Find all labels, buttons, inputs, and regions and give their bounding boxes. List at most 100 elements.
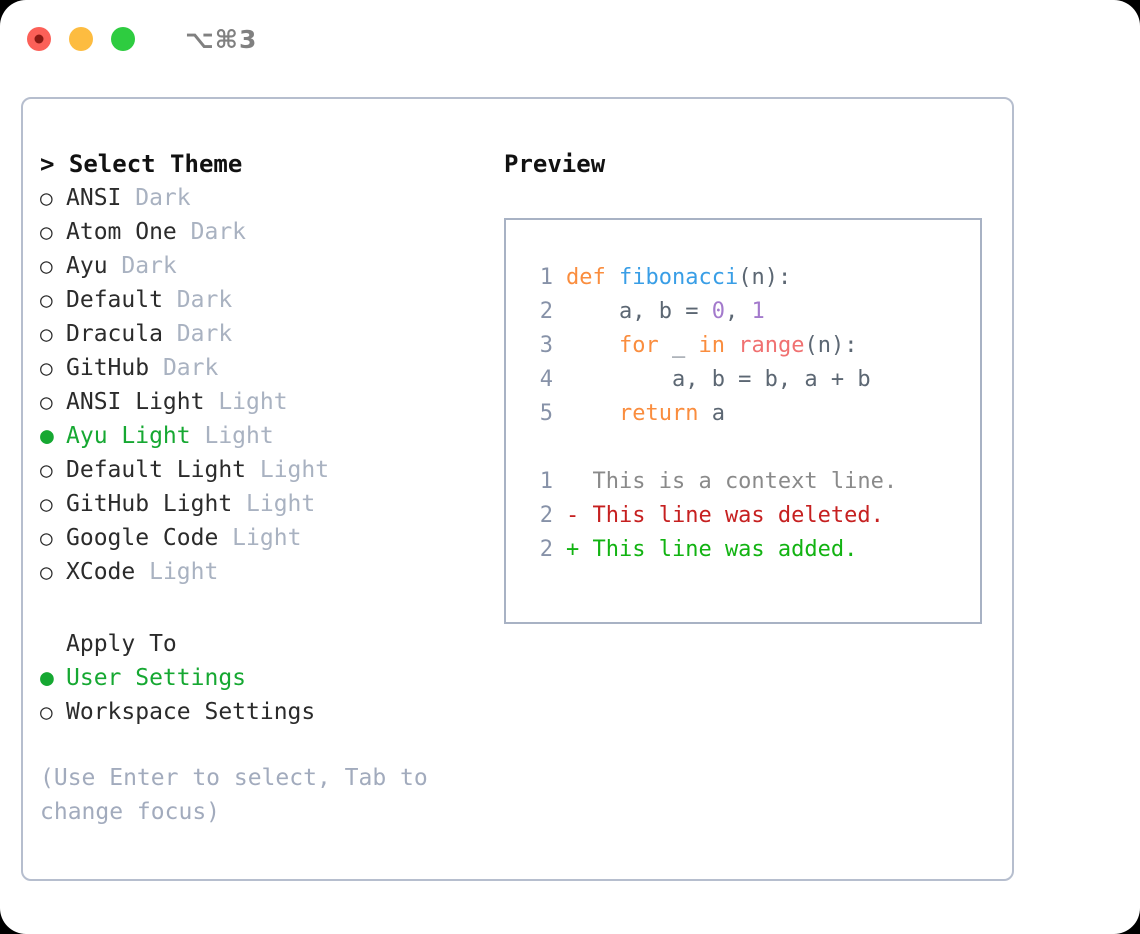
theme-option-ayu-light[interactable]: ●Ayu Light Light xyxy=(40,419,500,453)
token-kw: def xyxy=(566,265,619,290)
radio-unselected-icon: ○ xyxy=(40,288,53,312)
theme-option-label: ANSI xyxy=(66,185,122,211)
radio-unselected-icon: ○ xyxy=(40,700,53,724)
theme-option-variant: Light xyxy=(218,525,302,551)
code-line: 1 def fibonacci(n): xyxy=(523,261,980,295)
apply-to-title: Apply To xyxy=(66,631,177,657)
token-txt: a, b = xyxy=(566,299,712,324)
theme-selection-column: > Select Theme ○ANSI Dark○Atom One Dark○… xyxy=(40,147,500,829)
token-kw: for xyxy=(618,333,659,358)
token-call: range xyxy=(738,333,805,358)
theme-option-ansi[interactable]: ○ ANSI Dark xyxy=(40,181,500,215)
theme-option-variant: Dark xyxy=(121,185,191,211)
preview-header: Preview xyxy=(504,150,606,178)
apply-to-section: Apply To ● User Settings ○Workspace Settin… xyxy=(40,627,500,729)
code-line: 5 return a xyxy=(523,397,980,431)
theme-option-label: Atom One xyxy=(66,219,177,245)
token-num: 0 xyxy=(711,299,725,324)
title-bar: ⌥⌘3 xyxy=(0,0,1140,78)
token-fn: fibonacci xyxy=(618,265,739,290)
theme-option-label: GitHub xyxy=(66,355,150,381)
theme-option-xcode[interactable]: ○XCode Light xyxy=(40,555,500,589)
token-kw: return xyxy=(618,401,699,426)
apply-to-option-workspace-settings[interactable]: ○Workspace Settings xyxy=(40,695,500,729)
keyboard-hint-text: (Use Enter to select, Tab to change focu… xyxy=(40,765,428,825)
theme-option-label: Ayu xyxy=(66,253,108,279)
radio-unselected-icon: ○ xyxy=(40,390,53,414)
theme-option-variant: Dark xyxy=(149,355,219,381)
line-number: 4 xyxy=(539,367,553,392)
radio-selected-icon: ● xyxy=(40,665,54,691)
theme-option-ayu[interactable]: ○Ayu Dark xyxy=(40,249,500,283)
radio-unselected-icon: ○ xyxy=(40,526,53,550)
radio-unselected-icon: ○ xyxy=(40,356,53,380)
theme-list[interactable]: ○ANSI Dark○Atom One Dark○Ayu Dark○Defaul… xyxy=(40,181,500,589)
line-number: 5 xyxy=(539,401,553,426)
theme-option-default-light[interactable]: ○Default Light Light xyxy=(40,453,500,487)
close-button[interactable] xyxy=(27,27,51,51)
maximize-button[interactable] xyxy=(111,27,135,51)
theme-option-variant: Light xyxy=(135,559,219,585)
diff-line-del: 2- This line was deleted. xyxy=(523,499,980,533)
code-line: 3 for _ in range(n): xyxy=(523,329,980,363)
theme-option-default[interactable]: ○Default Dark xyxy=(40,283,500,317)
token-txt: _ xyxy=(658,333,699,358)
apply-to-option-user-settings[interactable]: ● User Settings xyxy=(40,661,500,695)
preview-spacer xyxy=(523,431,980,465)
token-txt xyxy=(725,333,738,358)
code-line: 4 a, b = b, a + b xyxy=(523,363,980,397)
theme-option-label: Ayu Light xyxy=(66,423,191,449)
code-line-content: a, b = 0, 1 xyxy=(566,295,765,329)
apply-to-option-label: User Settings xyxy=(66,665,247,691)
theme-option-atom-one[interactable]: ○Atom One Dark xyxy=(40,215,500,249)
radio-unselected-icon: ○ xyxy=(40,186,53,210)
theme-option-label: ANSI Light xyxy=(66,389,205,415)
token-kw: in xyxy=(698,333,725,358)
keyboard-shortcut-label: ⌥⌘3 xyxy=(185,24,258,54)
diff-line-text: + This line was added. xyxy=(566,537,858,562)
radio-unselected-icon: ○ xyxy=(40,322,53,346)
radio-unselected-icon: ○ xyxy=(40,458,53,482)
theme-option-variant: Light xyxy=(204,389,288,415)
token-txt: , xyxy=(724,299,752,324)
theme-option-dracula[interactable]: ○ Dracula Dark xyxy=(40,317,500,351)
diff-line-ctx: 1 This is a context line. xyxy=(523,465,980,499)
theme-option-google-code[interactable]: ○Google Code Light xyxy=(40,521,500,555)
theme-option-github[interactable]: ○ GitHub Dark xyxy=(40,351,500,385)
code-line: 2 a, b = 0, 1 xyxy=(523,295,980,329)
radio-unselected-icon: ○ xyxy=(40,254,53,278)
theme-option-label: Dracula xyxy=(66,321,163,347)
radio-selected-icon: ● xyxy=(40,423,54,449)
token-txt xyxy=(566,333,619,358)
code-line-content: return a xyxy=(566,397,725,431)
token-txt: a, b = b, a + b xyxy=(566,367,871,392)
diff-line-text: This is a context line. xyxy=(566,469,898,494)
line-number: 1 xyxy=(539,265,553,290)
token-txt: (n): xyxy=(738,265,792,290)
code-line-content: for _ in range(n): xyxy=(566,329,857,363)
apply-to-options[interactable]: ● User Settings ○Workspace Settings xyxy=(40,661,500,729)
theme-option-variant: Dark xyxy=(162,321,233,347)
theme-option-label: Default Light xyxy=(66,457,247,483)
line-number: 2 xyxy=(539,537,553,562)
theme-option-github-light[interactable]: ○GitHub Light Light xyxy=(40,487,500,521)
minimize-button[interactable] xyxy=(69,27,93,51)
theme-option-label: Default xyxy=(66,287,163,313)
select-theme-header: > Select Theme xyxy=(40,150,243,178)
diff-line-add: 2 + This line was added. xyxy=(523,533,980,567)
code-line-content: a, b = b, a + b xyxy=(566,363,871,397)
token-txt xyxy=(566,401,619,426)
line-number: 2 xyxy=(539,503,553,528)
theme-picker-panel: > Select Theme ○ANSI Dark○Atom One Dark○… xyxy=(21,97,1014,881)
theme-option-label: GitHub Light xyxy=(66,491,233,517)
line-number: 1 xyxy=(539,469,553,494)
theme-option-ansi-light[interactable]: ○ ANSI Light Light xyxy=(40,385,500,419)
theme-option-variant: Dark xyxy=(176,219,247,245)
diff-preview: 1 This is a context line.2- This line wa… xyxy=(523,465,980,567)
radio-unselected-icon: ○ xyxy=(40,560,53,584)
token-txt: (n): xyxy=(804,333,858,358)
